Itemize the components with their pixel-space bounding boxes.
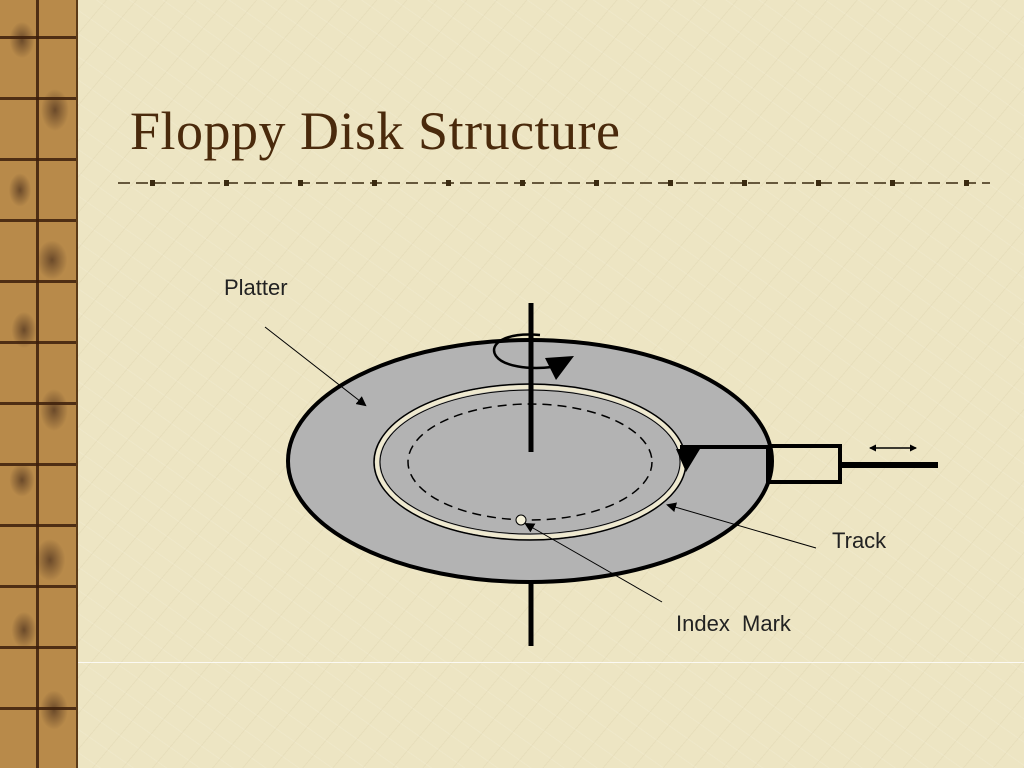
title-divider: [118, 180, 990, 186]
platter-label: Platter: [224, 275, 288, 300]
track-label: Track: [832, 528, 887, 553]
rotation-arrow-icon: [492, 333, 574, 380]
track-leader-line: [666, 502, 817, 549]
read-write-head: [676, 444, 938, 484]
decorative-side-strip: [0, 0, 78, 768]
index-mark-dot: [515, 514, 527, 526]
platter-leader-line: [264, 326, 367, 407]
bottom-divider: [78, 662, 1024, 663]
slide-title: Floppy Disk Structure: [130, 101, 621, 161]
index-mark-leader-line: [524, 523, 663, 603]
index-mark-label: Index Mark: [676, 611, 792, 636]
